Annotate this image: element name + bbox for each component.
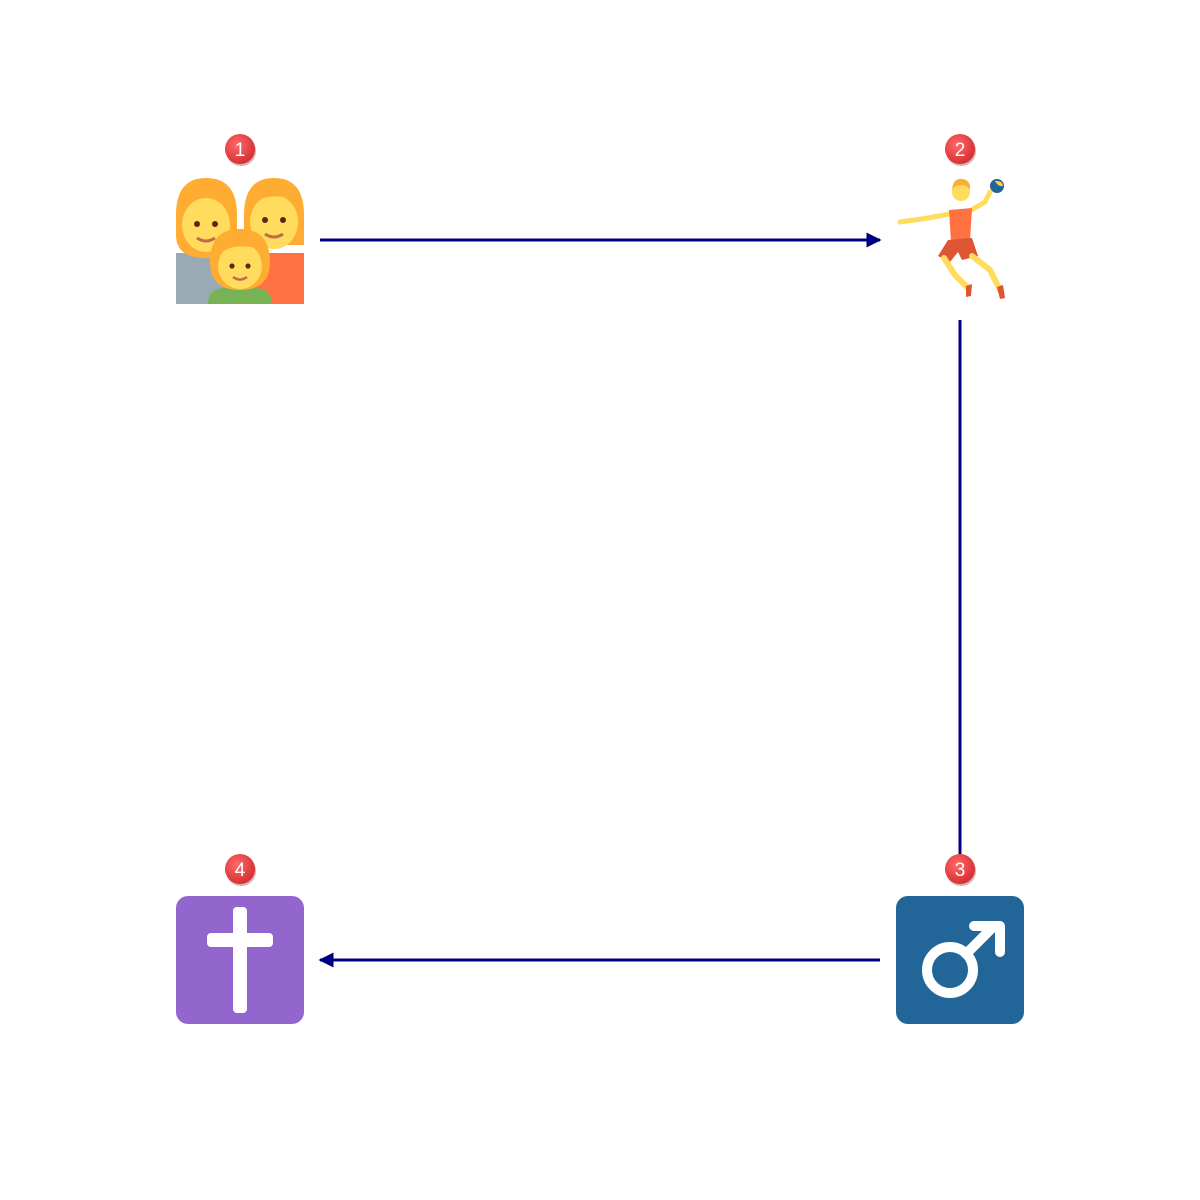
node-2[interactable]: 2 [897,134,1005,299]
step-number-2: 2 [955,140,966,161]
step-number-3: 3 [955,860,966,881]
male-sign-icon [896,896,1024,1024]
step-number-4: 4 [235,860,246,881]
step-badge-3: 3 [945,854,976,886]
step-number-1: 1 [235,140,246,161]
person-playing-handball-icon [897,178,1005,299]
family-icon [176,178,304,304]
node-3[interactable]: 3 [896,854,1024,1024]
step-badge-2: 2 [945,134,976,166]
node-1[interactable]: 1 [176,134,304,304]
step-badge-4: 4 [225,854,256,886]
step-badge-1: 1 [225,134,256,166]
node-4[interactable]: 4 [176,854,304,1024]
latin-cross-icon [176,896,304,1024]
